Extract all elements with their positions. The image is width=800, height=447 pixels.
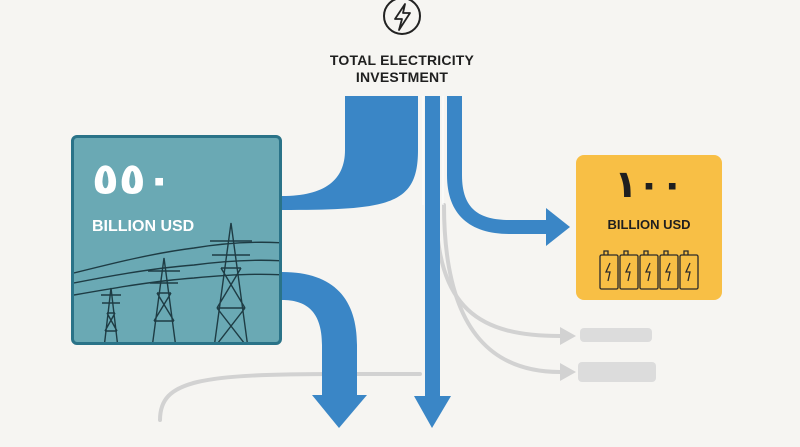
placeholder-label-2 [578, 362, 656, 382]
lightning-bolt-icon [383, 0, 421, 35]
right-value-card: ١٠٠ BILLION USD [576, 155, 722, 300]
main-flow-to-left [282, 96, 418, 395]
left-card-value: ٥٥٠ [92, 154, 173, 205]
page-title: TOTAL ELECTRICITY INVESTMENT [329, 52, 475, 85]
left-value-card: ٥٥٠ BILLION USD [71, 135, 282, 345]
transmission-tower-icon [74, 222, 279, 342]
down-arrowhead-left [312, 395, 367, 428]
placeholder-label-1 [580, 328, 652, 342]
down-arrowhead-center [414, 396, 451, 428]
grey-arrowhead-1 [560, 327, 576, 345]
right-card-value: ١٠٠ [614, 162, 684, 206]
main-flow-down [425, 96, 440, 398]
left-card-unit: BILLION USD [92, 218, 195, 235]
right-arrowhead [546, 208, 570, 246]
battery-bank-icon [599, 250, 699, 290]
grey-arrowhead-2 [560, 363, 576, 381]
flow-to-right [447, 96, 548, 234]
grey-flow-2 [442, 203, 562, 374]
grey-flow-3 [158, 372, 422, 422]
right-card-unit: BILLION USD [607, 217, 691, 232]
